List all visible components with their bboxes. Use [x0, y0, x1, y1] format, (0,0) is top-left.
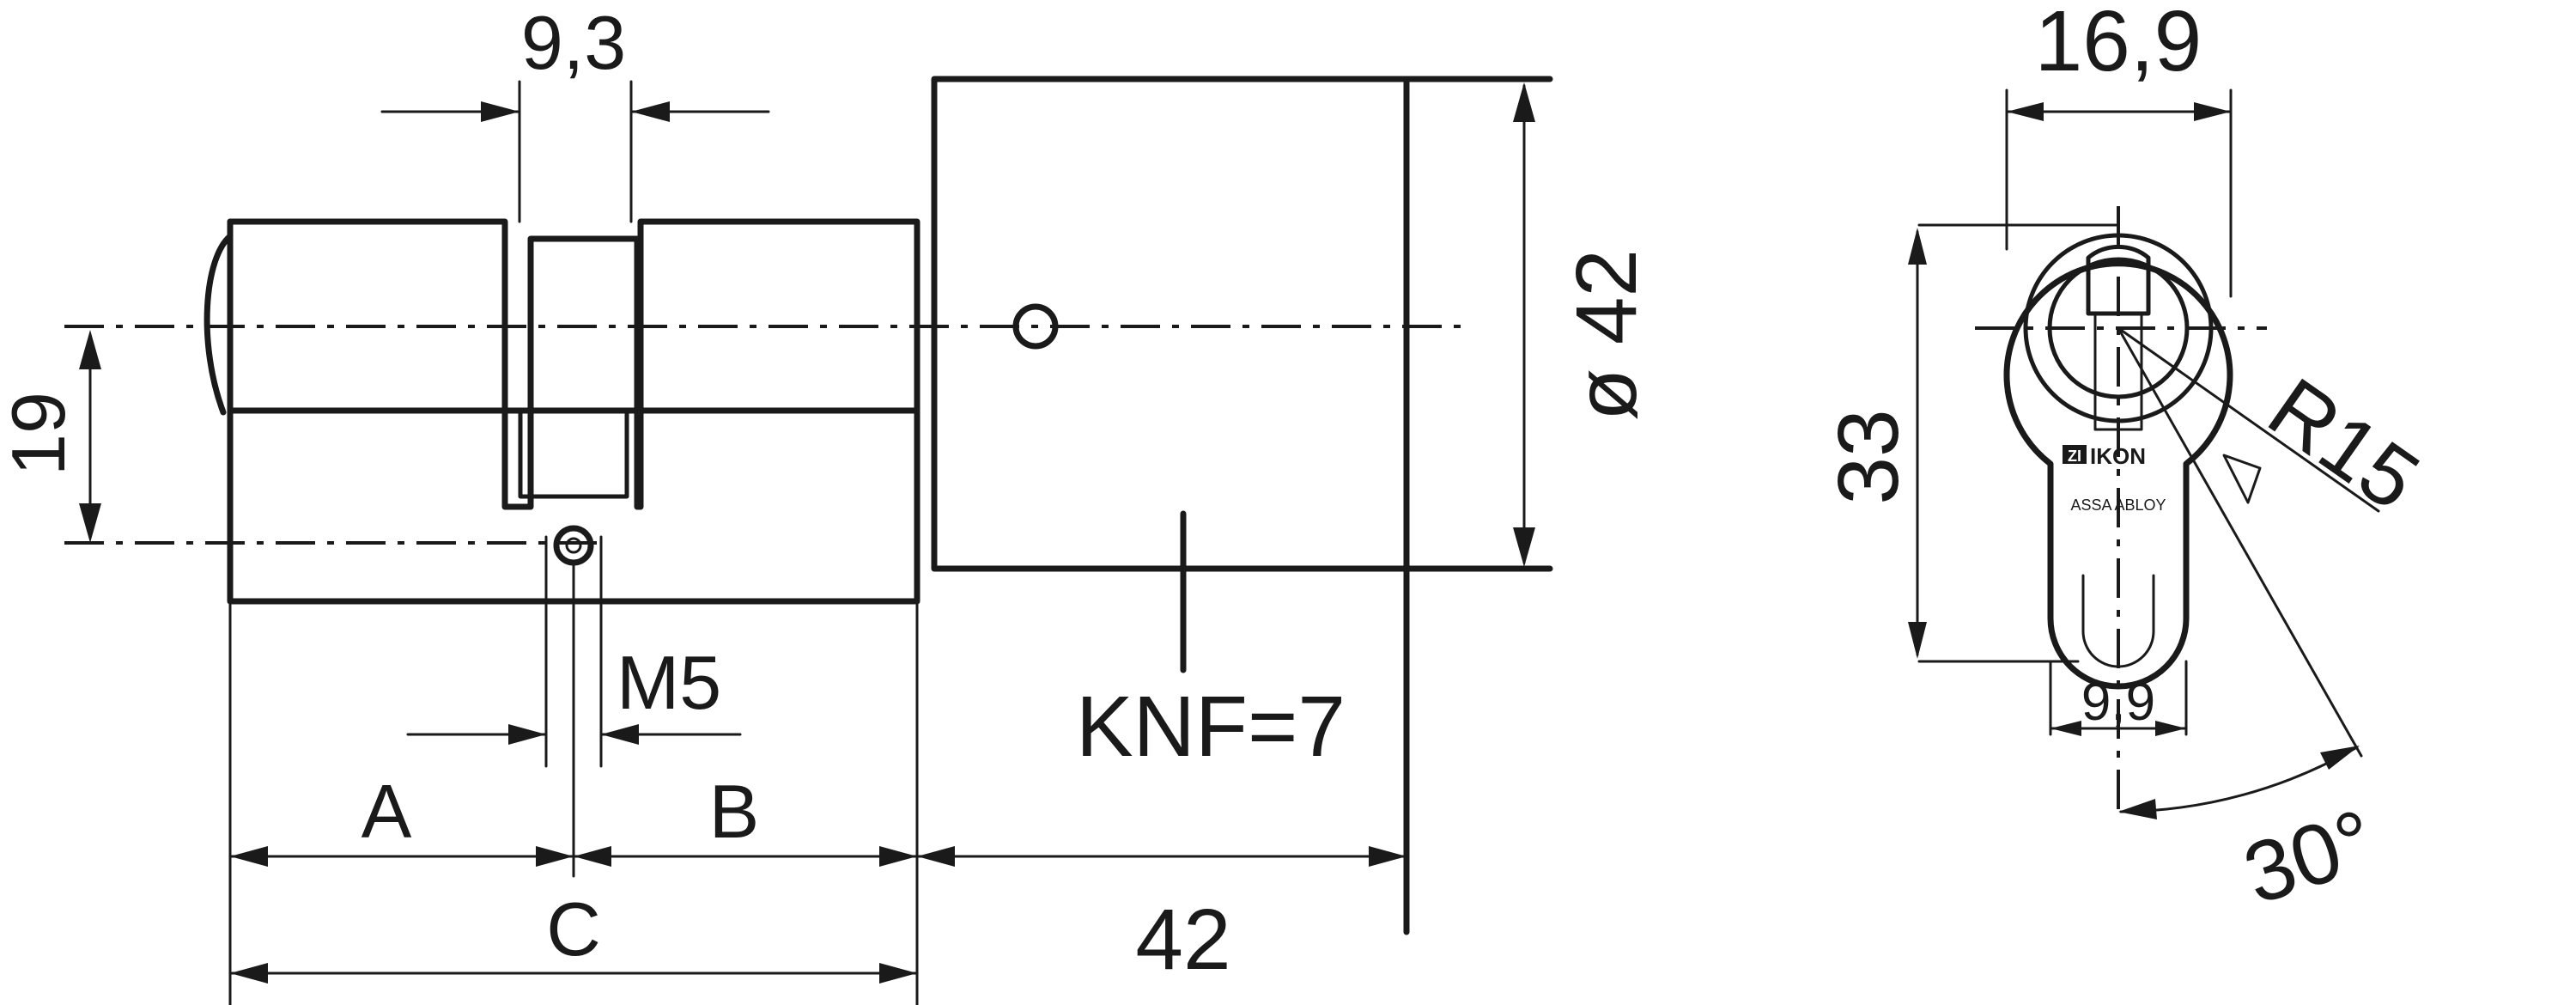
side-a-label: A — [361, 769, 412, 854]
collar-width-label: 9,3 — [521, 0, 626, 85]
height-label: 33 — [1820, 409, 1917, 504]
dimension-head-width — [2005, 88, 2233, 298]
knob-diameter-label: ø 42 — [1558, 249, 1655, 421]
dimension-sides — [228, 561, 919, 1005]
brand-mark: ZI — [2068, 448, 2081, 465]
dimension-knob-diameter — [1392, 76, 1553, 572]
radius-label: R15 — [2251, 360, 2436, 529]
knob-type-label: KNF=7 — [1076, 679, 1346, 775]
brand-logo: ZI IKON ASSA ABLOY — [2063, 443, 2166, 514]
knob-length-label: 42 — [1135, 892, 1230, 988]
dimension-angle — [2117, 326, 2363, 819]
brand-subtitle: ASSA ABLOY — [2070, 496, 2166, 514]
foot-width-label: 9,9 — [2081, 673, 2155, 732]
dimension-screw-thread — [406, 535, 742, 768]
head-width-label: 16,9 — [2035, 0, 2202, 89]
knob — [931, 76, 1410, 673]
dimension-radius — [2117, 326, 2380, 513]
brand-name: IKON — [2090, 443, 2146, 469]
cam-offset-label: 19 — [0, 392, 81, 476]
dimension-collar-width — [380, 80, 770, 223]
front-view: 9,3 19 M5 — [0, 0, 1655, 1005]
angle-label: 30° — [2233, 791, 2385, 923]
dimension-foot-width — [2049, 660, 2188, 736]
screw-thread-label: M5 — [617, 640, 721, 725]
side-view: ZI IKON ASSA ABLOY 16,9 33 — [1820, 0, 2436, 923]
side-b-label: B — [709, 769, 760, 854]
dimension-knob-length — [915, 565, 1410, 935]
total-c-label: C — [546, 886, 601, 971]
dimension-cam-offset — [79, 330, 101, 543]
cylinder-body — [204, 218, 920, 605]
